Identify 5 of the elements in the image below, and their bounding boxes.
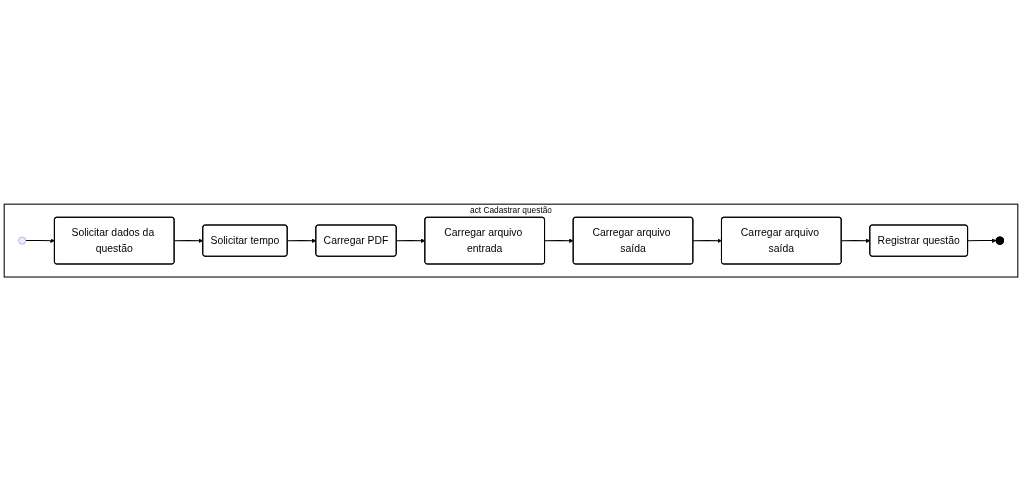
arrow bbox=[692, 238, 722, 244]
node-circle bbox=[18, 237, 27, 245]
arrow bbox=[967, 238, 997, 244]
arrow bbox=[544, 238, 574, 244]
arrow bbox=[25, 238, 55, 244]
